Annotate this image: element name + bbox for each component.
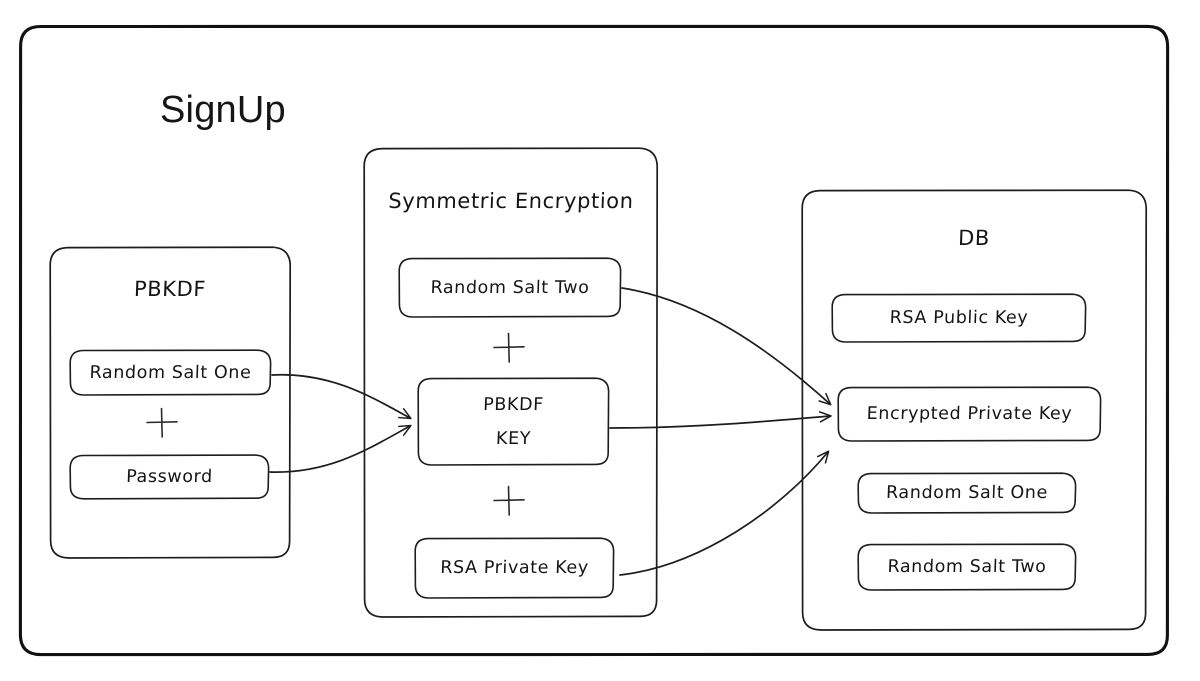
node-sym-pbkdf-key[interactable]	[418, 378, 609, 465]
group-pbkdf[interactable]	[50, 247, 290, 558]
page-title: SignUp	[160, 88, 286, 131]
node-sym-random-salt-two[interactable]	[399, 258, 621, 317]
node-pbkdf-random-salt-one[interactable]	[70, 350, 271, 395]
node-sym-rsa-private-key[interactable]	[415, 538, 614, 598]
node-pbkdf-password[interactable]	[70, 455, 269, 499]
node-db-encrypted-private-key[interactable]	[838, 387, 1101, 441]
node-db-random-salt-one[interactable]	[858, 473, 1076, 513]
node-db-rsa-public-key[interactable]	[832, 294, 1086, 342]
node-db-random-salt-two[interactable]	[858, 544, 1076, 590]
